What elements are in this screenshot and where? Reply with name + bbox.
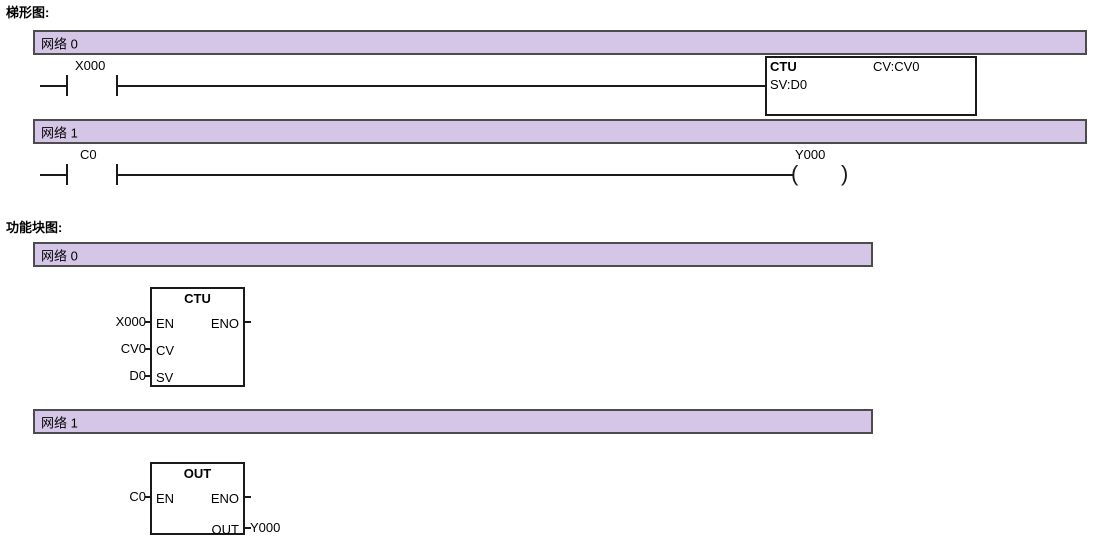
fbd-out-pin-eno: ENO: [210, 491, 239, 506]
ladder-contact-x000-left-bar[interactable]: [66, 75, 68, 96]
fbd-ctu-arg-cv: CV0: [120, 341, 146, 356]
ladder-rung-1-main-wire: [117, 174, 793, 176]
ladder-network-1-header[interactable]: 网络 1: [33, 119, 1087, 144]
fbd-network-0-header[interactable]: 网络 0: [33, 242, 873, 267]
fbd-ctu-pin-eno: ENO: [210, 316, 239, 331]
ladder-contact-label-c0: C0: [80, 147, 97, 162]
ladder-network-0-label: 网络 0: [41, 36, 78, 51]
ladder-rung-1-left-wire: [40, 174, 67, 176]
fbd-ctu-stub-cv: [145, 348, 151, 350]
fbd-out-stub-en: [145, 496, 151, 498]
fbd-ctu-stub-en: [145, 321, 151, 323]
ladder-contact-c0-left-bar[interactable]: [66, 164, 68, 185]
fbd-out-stub-out: [244, 527, 251, 529]
fbd-ctu-pin-en: EN: [156, 316, 175, 331]
ladder-rung-0-main-wire: [117, 85, 766, 87]
fbd-ctu-arg-sv: D0: [129, 368, 146, 383]
fbd-network-0-label: 网络 0: [41, 248, 78, 263]
fbd-out-arg-en: C0: [129, 489, 146, 504]
ladder-rung-0-left-wire: [40, 85, 67, 87]
ladder-coil-close-paren[interactable]: ): [841, 161, 849, 186]
fbd-ctu-pin-cv: CV: [156, 343, 175, 358]
fbd-network-1-header[interactable]: 网络 1: [33, 409, 873, 434]
ladder-coil-label-y000: Y000: [795, 147, 826, 162]
ladder-section-title: 梯形图:: [6, 5, 50, 20]
fbd-ctu-stub-eno: [244, 321, 251, 323]
ladder-network-1-label: 网络 1: [41, 125, 78, 140]
fbd-ctu-title: CTU: [184, 291, 211, 306]
ladder-ctu-output-text: CV:CV0: [873, 59, 920, 74]
fbd-out-pin-en: EN: [156, 491, 175, 506]
fbd-out-arg-out: Y000: [250, 520, 281, 535]
fbd-ctu-stub-sv: [145, 375, 151, 377]
ladder-contact-label-x000: X000: [75, 58, 106, 73]
fbd-section-title: 功能块图:: [6, 220, 63, 235]
fbd-block-ctu[interactable]: CTU EN CV SV ENO: [150, 287, 245, 387]
ladder-instruction-block-ctu[interactable]: CTU CV:CV0 SV:D0: [765, 56, 977, 116]
ladder-ctu-input-text: SV:D0: [770, 77, 808, 92]
ladder-coil-open-paren[interactable]: (: [791, 161, 799, 186]
fbd-ctu-pin-sv: SV: [156, 370, 174, 385]
fbd-out-stub-eno: [244, 496, 251, 498]
fbd-ctu-arg-en: X000: [115, 314, 146, 329]
fbd-out-pin-out: OUT: [211, 522, 239, 537]
ladder-ctu-name: CTU: [770, 59, 797, 74]
fbd-out-title: OUT: [183, 466, 212, 481]
fbd-network-1-label: 网络 1: [41, 415, 78, 430]
fbd-block-out[interactable]: OUT EN ENO OUT: [150, 462, 245, 537]
ladder-network-0-header[interactable]: 网络 0: [33, 30, 1087, 55]
